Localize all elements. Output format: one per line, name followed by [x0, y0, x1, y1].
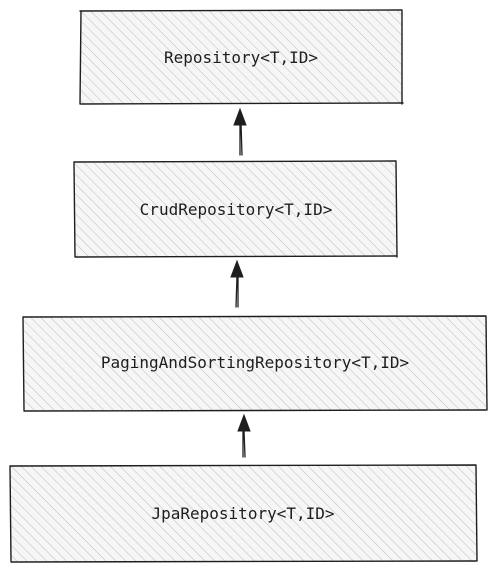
arrowhead-icon: [237, 413, 251, 432]
node-label-crud-repository: CrudRepository<T,ID>: [140, 200, 333, 219]
edge-paging-to-crud: [230, 259, 244, 308]
node-label-repository: Repository<T,ID>: [164, 48, 318, 67]
edge-crud-to-repository: [233, 107, 247, 156]
arrowhead-icon: [233, 107, 247, 126]
node-jpa-repository: JpaRepository<T,ID>: [9, 464, 478, 563]
node-crud-repository: CrudRepository<T,ID>: [73, 160, 398, 258]
node-repository: Repository<T,ID>: [79, 9, 404, 105]
arrowhead-icon: [230, 259, 244, 278]
edge-jpa-to-paging: [237, 413, 251, 458]
node-label-jpa-repository: JpaRepository<T,ID>: [151, 504, 334, 523]
node-label-paging-and-sorting-repository: PagingAndSortingRepository<T,ID>: [101, 353, 409, 372]
node-paging-and-sorting-repository: PagingAndSortingRepository<T,ID>: [22, 315, 488, 412]
